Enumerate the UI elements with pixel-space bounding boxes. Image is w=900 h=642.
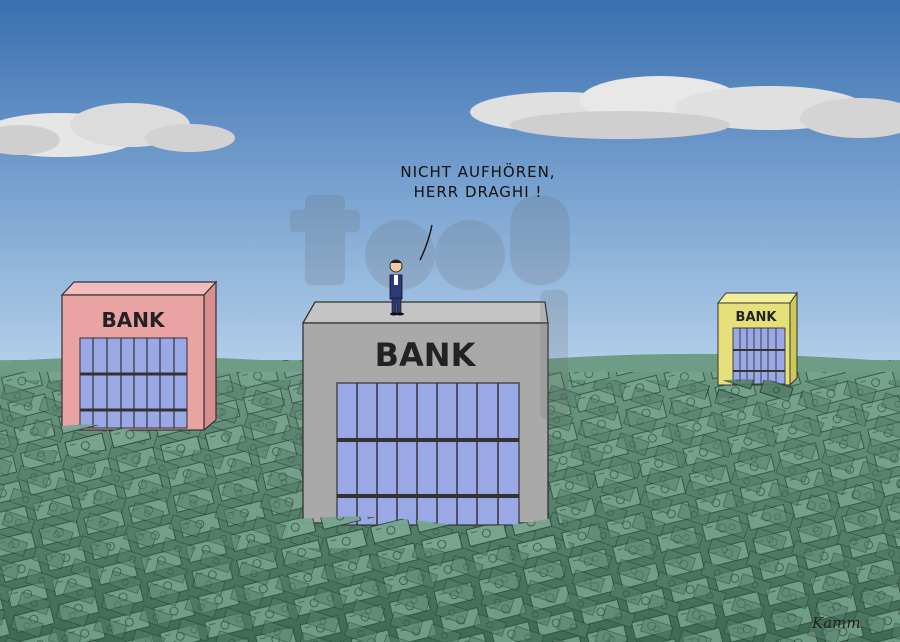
artist-signature: Kamm bbox=[812, 614, 861, 632]
speech-line-2: HERR DRAGHI ! bbox=[413, 183, 543, 201]
right-bank-building bbox=[716, 291, 798, 387]
left-bank-label: BANK bbox=[102, 308, 166, 332]
draghi-figure bbox=[389, 259, 404, 316]
left-bank-building bbox=[60, 280, 218, 432]
speech-pointer bbox=[419, 224, 433, 261]
cloud-right bbox=[470, 76, 900, 139]
speech-line-1: NICHT AUFHÖREN, bbox=[400, 163, 556, 181]
speech-bubble-text: NICHT AUFHÖREN, HERR DRAGHI ! bbox=[378, 162, 578, 202]
right-bank-label: BANK bbox=[736, 310, 778, 325]
cloud-left bbox=[0, 103, 235, 157]
center-bank-building bbox=[301, 301, 549, 526]
center-bank-label: BANK bbox=[375, 336, 477, 374]
watermark bbox=[290, 195, 570, 420]
